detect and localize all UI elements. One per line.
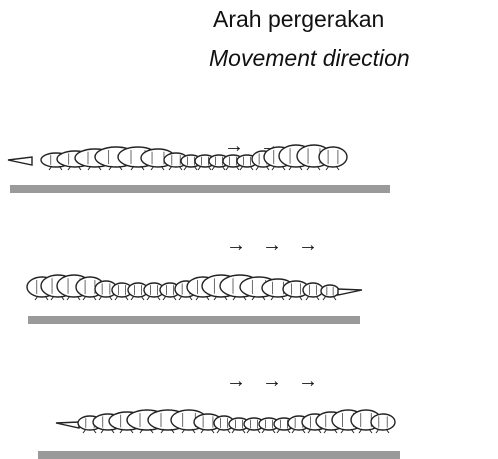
body-segment xyxy=(303,283,323,297)
ground-surface xyxy=(38,451,400,459)
caterpillar-head xyxy=(8,157,32,165)
body-segment xyxy=(321,285,339,297)
body-segment xyxy=(319,147,347,167)
caterpillar-head xyxy=(338,289,362,295)
caterpillar-head xyxy=(56,422,79,428)
body-segment xyxy=(371,414,395,430)
ground-surface xyxy=(10,185,390,193)
caterpillar-stage-2 xyxy=(27,275,362,324)
caterpillar-stage-1 xyxy=(8,145,390,193)
ground-surface xyxy=(28,316,360,324)
caterpillar-stage-3 xyxy=(38,410,400,459)
